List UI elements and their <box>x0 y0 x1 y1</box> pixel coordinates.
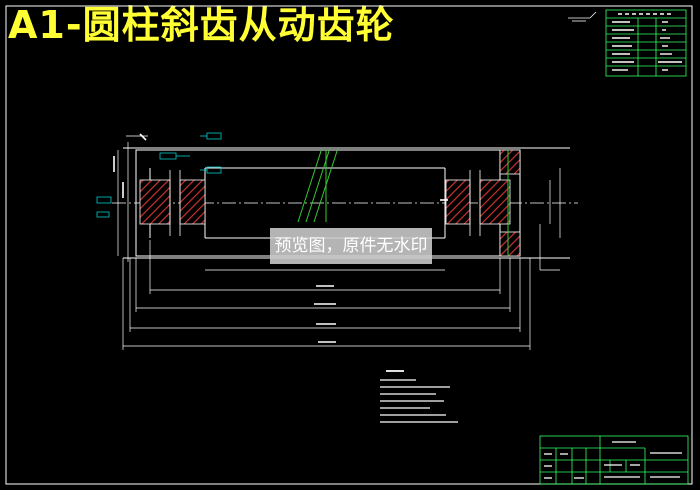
drawing-title: A1-圆柱斜齿从动齿轮 <box>8 3 395 47</box>
section-hatching <box>139 149 521 257</box>
title-block-entries <box>544 441 682 479</box>
keyway-lines <box>169 170 481 236</box>
helical-teeth <box>297 147 509 256</box>
border-frame <box>5 5 693 485</box>
dimension-values <box>113 133 448 343</box>
title-block <box>539 435 689 485</box>
gear-parameter-table <box>605 9 687 77</box>
preview-watermark: 预览图，原件无水印 <box>270 228 432 264</box>
dimension-lines <box>117 135 561 350</box>
parameter-table-ticks <box>612 13 682 71</box>
technical-requirements <box>380 370 458 423</box>
tolerance-callouts <box>96 132 222 218</box>
roughness-mark <box>568 11 597 22</box>
